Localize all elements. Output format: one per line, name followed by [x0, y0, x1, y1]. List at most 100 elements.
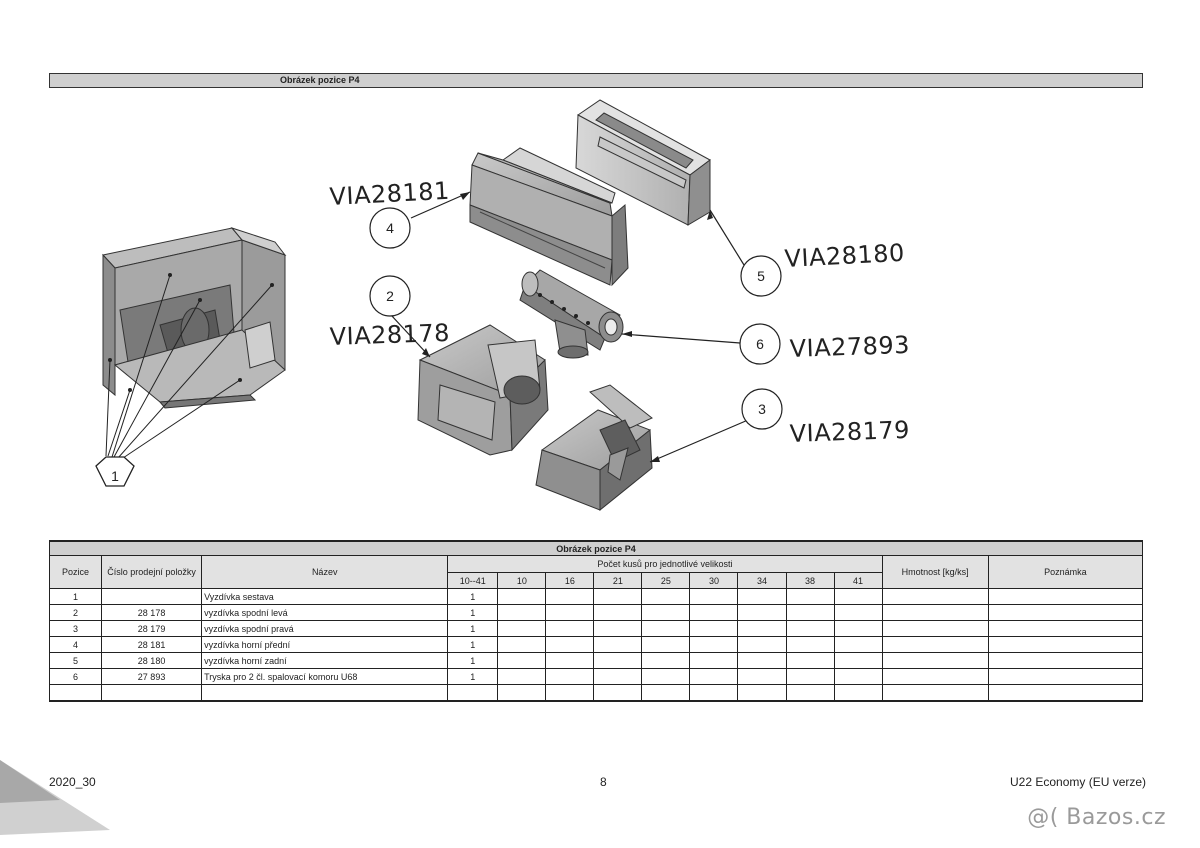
part-5-drawing: [575, 99, 711, 226]
cell-empty: [689, 620, 739, 637]
cell-empty: [987, 604, 1144, 621]
callout-4-number: 4: [386, 220, 394, 236]
cell-qty: 1: [447, 668, 499, 685]
size-header: 10--41: [447, 572, 499, 589]
callout-5-circle: [740, 255, 782, 297]
callout-2-leader: [390, 314, 431, 358]
part-3-drawing: [535, 384, 653, 512]
cell-empty: [545, 604, 595, 621]
table-sizes-row: 10--41 10 16 21 25 30 34 38 41: [50, 572, 1143, 589]
cell-nazev: Vyzdívka sestava: [201, 588, 449, 605]
cell-pozice: 1: [48, 588, 103, 605]
callout-4-partnumber: VIA28181: [329, 177, 451, 211]
cell-empty: [833, 588, 883, 605]
size-header: 41: [833, 572, 883, 589]
exploded-parts-drawing: 1: [95, 99, 910, 512]
callout-6-leader: [621, 333, 741, 344]
cell-empty: [881, 668, 989, 685]
table-row: 3 28 179 vyzdívka spodní pravá 1: [48, 620, 1144, 637]
cell-empty: [737, 668, 787, 685]
cell-qty: 1: [447, 636, 499, 653]
cell-empty: [833, 636, 883, 653]
scan-corner-shadow: [0, 760, 110, 835]
parts-table: Obrázek pozice P4 Pozice Číslo prodejní …: [48, 540, 1144, 702]
table-caption-row: Obrázek pozice P4: [49, 540, 1143, 556]
cell-qty: 1: [447, 588, 499, 605]
cell-empty: [201, 684, 449, 702]
cell-empty: [593, 684, 643, 702]
callout-2-circle: [369, 275, 411, 317]
callout-3-leader: [649, 419, 749, 463]
size-header: 38: [785, 572, 835, 589]
header-nazev: Název: [201, 555, 449, 589]
cell-empty: [497, 668, 547, 685]
cell-empty: [593, 636, 643, 653]
header-pocet: Počet kusů pro jednotlivé velikosti: [447, 554, 883, 574]
part-6-drawing: [519, 269, 624, 359]
callout-3-circle: [741, 388, 783, 430]
cell-empty: [641, 636, 691, 653]
footer-date: 2020_30: [49, 775, 96, 789]
cell-empty: [737, 604, 787, 621]
cell-empty: [987, 588, 1144, 605]
cell-empty: [497, 684, 547, 702]
cell-nazev: Tryska pro 2 čl. spalovací komoru U68: [201, 668, 449, 685]
header-pozice: Pozice: [48, 555, 103, 589]
cell-empty: [545, 684, 595, 702]
cell-empty: [641, 588, 691, 605]
cell-cislo: 28 181: [101, 636, 203, 653]
cell-empty: [101, 684, 203, 702]
cell-empty: [447, 684, 499, 702]
cell-empty: [785, 668, 835, 685]
cell-cislo: 27 893: [101, 668, 203, 685]
figure-title-bar: Obrázek pozice P4: [49, 73, 1143, 88]
callout-4-circle: [369, 207, 411, 249]
part-4-drawing: [469, 147, 629, 287]
callout-5-leader: [709, 209, 745, 266]
cell-empty: [737, 588, 787, 605]
callout-1-hexagon: [95, 456, 135, 487]
callout-3-number: 3: [758, 401, 766, 417]
cell-empty: [545, 652, 595, 669]
cell-empty: [593, 604, 643, 621]
cell-empty: [833, 604, 883, 621]
cell-empty: [545, 636, 595, 653]
cell-empty: [987, 620, 1144, 637]
callout-1-number: 1: [111, 468, 119, 484]
size-header: 16: [545, 572, 595, 589]
cell-cislo: 28 178: [101, 604, 203, 621]
cell-empty: [689, 684, 739, 702]
cell-empty: [689, 588, 739, 605]
table-row: 6 27 893 Tryska pro 2 čl. spalovací komo…: [48, 668, 1144, 685]
callout-6-partnumber: VIA27893: [789, 331, 910, 363]
cell-cislo: 28 179: [101, 620, 203, 637]
cell-nazev: vyzdívka horní přední: [201, 636, 449, 653]
header-hmotnost: Hmotnost [kg/ks]: [881, 555, 989, 589]
table-caption: Obrázek pozice P4: [49, 540, 1143, 556]
cell-empty: [641, 668, 691, 685]
size-header: 34: [737, 572, 787, 589]
cell-empty: [641, 620, 691, 637]
cell-empty: [881, 684, 989, 702]
cell-empty: [881, 604, 989, 621]
cell-empty: [833, 684, 883, 702]
cell-empty: [497, 604, 547, 621]
callout-4-leader: [410, 191, 471, 219]
header-cislo: Číslo prodejní položky: [101, 555, 203, 589]
cell-pozice: 6: [48, 668, 103, 685]
table-row: 4 28 181 vyzdívka horní přední 1: [48, 636, 1144, 653]
cell-empty: [593, 588, 643, 605]
size-header: 10: [497, 572, 547, 589]
cell-empty: [593, 652, 643, 669]
cell-empty: [497, 588, 547, 605]
cell-empty: [987, 652, 1144, 669]
cell-empty: [641, 684, 691, 702]
table-header-row: Pozice Číslo prodejní položky Název Poče…: [48, 554, 1144, 589]
part-2-drawing: [417, 324, 549, 456]
size-header: 21: [593, 572, 643, 589]
cell-pozice: 2: [48, 604, 103, 621]
cell-empty: [545, 620, 595, 637]
cell-empty: [737, 620, 787, 637]
callout-2-number: 2: [386, 288, 394, 304]
cell-empty: [737, 684, 787, 702]
